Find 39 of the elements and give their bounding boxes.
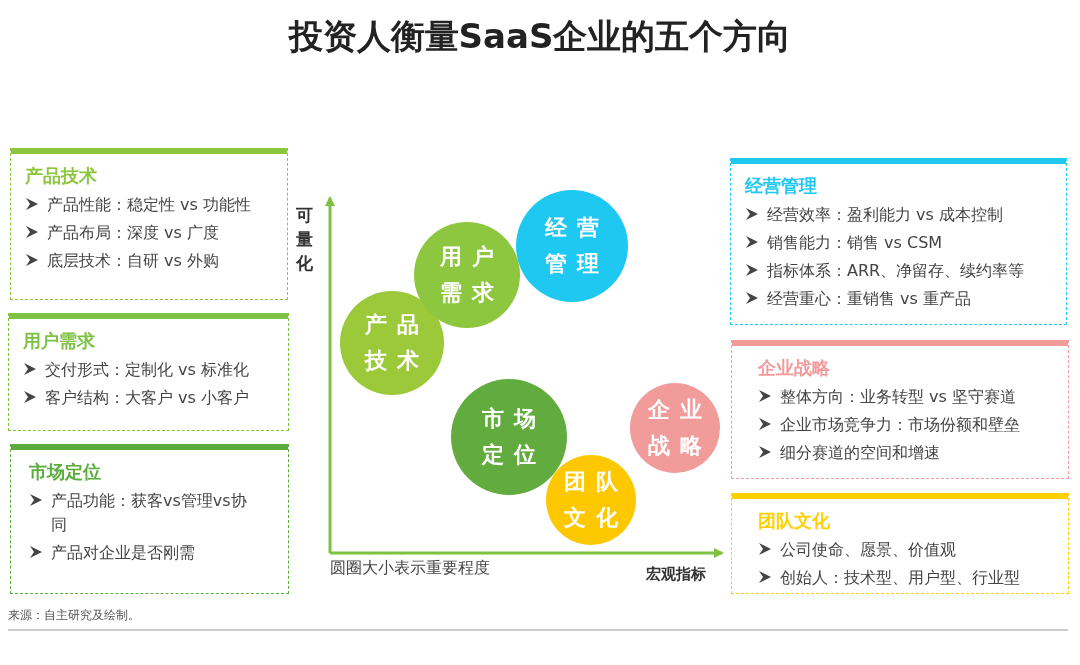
bubble-label: 用户需求 bbox=[439, 243, 505, 307]
axis-label: 宏观指标 bbox=[646, 565, 706, 584]
bullet-text: 细分赛道的空间和增速 bbox=[780, 442, 940, 464]
bullet-text: 经营重心：重销售 vs 重产品 bbox=[767, 288, 971, 310]
bubble-label: 团队文化 bbox=[563, 468, 629, 532]
source-note: 来源：自主研究及绘制。 bbox=[8, 607, 140, 624]
card-box bbox=[8, 313, 289, 431]
bubble-label: 企业战略 bbox=[647, 396, 713, 460]
bullet-text: 经营效率：盈利能力 vs 成本控制 bbox=[767, 204, 1003, 226]
bullet-text: 产品性能：稳定性 vs 功能性 bbox=[47, 194, 251, 216]
bullet-text: 整体方向：业务转型 vs 坚守赛道 bbox=[780, 386, 1016, 408]
section-heading: 用户需求 bbox=[23, 329, 95, 353]
bubble-label: 产品技术 bbox=[363, 311, 430, 375]
bubble-label: 市场定位 bbox=[480, 405, 547, 469]
bullet-text: 销售能力：销售 vs CSM bbox=[767, 232, 943, 254]
section-heading: 产品技术 bbox=[25, 164, 97, 188]
section-heading: 经营管理 bbox=[745, 174, 817, 198]
bullet-text: 公司使命、愿景、价值观 bbox=[780, 539, 956, 561]
card-box bbox=[730, 158, 1067, 325]
section-heading: 企业战略 bbox=[758, 356, 830, 380]
section-heading: 团队文化 bbox=[758, 509, 830, 533]
axis-label: 可量化 bbox=[296, 204, 314, 275]
note-text: 圆圈大小表示重要程度 bbox=[330, 558, 490, 579]
bubble-label: 经营管理 bbox=[543, 214, 610, 278]
bullet-text: 创始人：技术型、用户型、行业型 bbox=[780, 567, 1020, 589]
bullet-text: 产品对企业是否刚需 bbox=[51, 542, 195, 564]
card-box bbox=[731, 493, 1069, 594]
title: 投资人衡量SaaS企业的五个方向 bbox=[287, 15, 793, 58]
bullet-text: 企业市场竞争力：市场份额和壁垒 bbox=[780, 414, 1020, 436]
bullet-text: 客户结构：大客户 vs 小客户 bbox=[45, 387, 249, 409]
bullet-text: 交付形式：定制化 vs 标准化 bbox=[45, 359, 249, 381]
bullet-text: 产品布局：深度 vs 广度 bbox=[47, 222, 219, 244]
card-box bbox=[10, 444, 289, 594]
card-box bbox=[10, 148, 288, 300]
card-box bbox=[731, 340, 1069, 479]
bullet-text: 指标体系：ARR、净留存、续约率等 bbox=[767, 260, 1025, 282]
bullet-text: 底层技术：自研 vs 外购 bbox=[47, 250, 219, 272]
bullet-text: 产品功能：获客vs管理vs协同 bbox=[51, 490, 248, 536]
section-heading: 市场定位 bbox=[29, 460, 101, 484]
